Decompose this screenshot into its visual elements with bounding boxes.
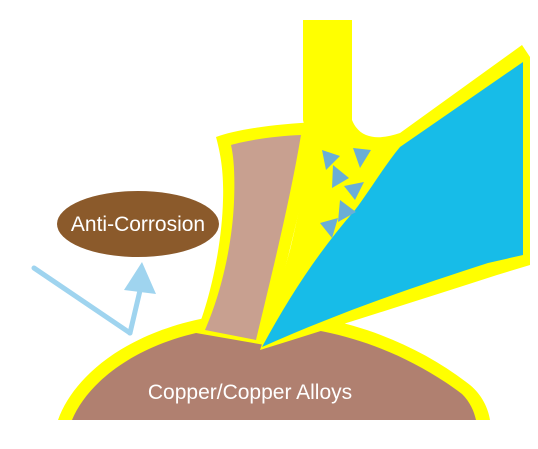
anti-corrosion-label: Anti-Corrosion [71,213,205,236]
triangle-icon [338,200,356,222]
triangle-icon [353,148,371,168]
triangle-icon [332,165,349,188]
triangle-icon [322,150,340,170]
substrate-label: Copper/Copper Alloys [148,381,352,404]
copper-substrate [72,325,476,420]
triangle-icon [344,182,364,200]
electrolyte-channel [262,62,523,347]
anti-corrosion-oval [57,191,219,257]
arrow-icon [31,262,156,336]
protective-film [205,135,301,340]
triangle-icon [320,218,338,238]
